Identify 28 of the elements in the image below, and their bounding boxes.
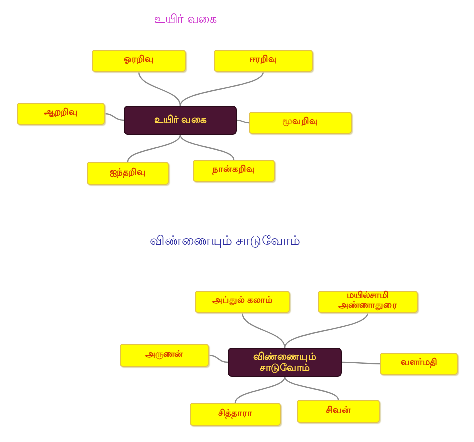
- connector-line: [104, 113, 124, 122]
- topic-box: சித்தாரா: [190, 403, 281, 426]
- connector-line: [284, 312, 369, 348]
- connector-line: [234, 376, 286, 404]
- connector-line: [138, 72, 182, 106]
- topic-box: மயில்சாமி அண்ணாதுரை: [318, 291, 418, 313]
- heading: விண்ணையும் சாடுவோம்: [150, 234, 300, 250]
- topic-box: அப்துல் கலாம்: [195, 291, 290, 313]
- topic-box: ஈரறிவு: [214, 50, 313, 72]
- connector-line: [284, 376, 340, 400]
- connector-line: [236, 120, 250, 124]
- topic-box: சிவன்: [297, 400, 380, 423]
- topic-box: ஆறறிவு: [17, 103, 105, 125]
- connector-line: [342, 362, 380, 365]
- topic-box: நான்கறிவு: [193, 160, 275, 182]
- connector-line: [180, 72, 264, 106]
- connector-line: [127, 134, 182, 162]
- connector-line: [208, 354, 228, 364]
- connector-line: [180, 134, 235, 160]
- central-topic-box: விண்ணையும் சாடுவோம்: [228, 348, 342, 377]
- central-topic-box: உயிர் வகை: [124, 106, 237, 135]
- heading: உயிர் வகை: [154, 12, 218, 27]
- topic-box: வளர்மதி: [380, 353, 458, 375]
- topic-box: ஐந்தறிவு: [87, 162, 169, 185]
- topic-box: மூவறிவு: [249, 112, 352, 134]
- connector-line: [242, 312, 286, 348]
- topic-box: அருணன்: [120, 344, 209, 367]
- topic-box: ஓரறிவு: [92, 50, 186, 72]
